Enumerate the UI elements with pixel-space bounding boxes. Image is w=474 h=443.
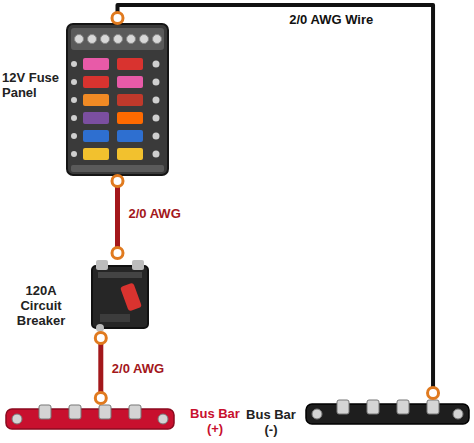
ring-terminal xyxy=(95,333,106,344)
wire-connector xyxy=(112,5,439,399)
ring-terminal xyxy=(95,393,106,404)
component-label: Bus Bar (+) xyxy=(185,406,245,436)
output-terminals xyxy=(71,61,160,158)
ring-terminal xyxy=(428,388,439,399)
bus-bar-body xyxy=(306,404,469,424)
component-node: Bus Bar (+) xyxy=(5,403,175,431)
breaker-terminal xyxy=(96,324,104,332)
ring-terminal xyxy=(112,248,123,259)
breaker-stud xyxy=(96,260,108,270)
wire-label: 2/0 AWG xyxy=(112,361,164,376)
positive-bus-bar-illustration xyxy=(5,403,175,431)
bus-studs xyxy=(12,405,168,424)
wire-connector xyxy=(112,176,123,259)
breaker-label-strip xyxy=(98,272,142,278)
breaker-plate xyxy=(100,314,130,322)
wire-label: 2/0 AWG Wire xyxy=(289,12,373,27)
terminal-screws xyxy=(75,35,162,44)
bottom-strip xyxy=(71,165,164,172)
bus-studs xyxy=(312,400,463,419)
wire-label: 2/0 AWG xyxy=(129,206,181,221)
trip-lever xyxy=(120,282,142,311)
terminal-strip xyxy=(71,28,164,50)
component-node: Bus Bar (-) xyxy=(305,398,470,426)
component-node: 12V Fuse Panel xyxy=(65,22,170,177)
breaker-body xyxy=(92,266,148,328)
wire-line xyxy=(98,334,103,403)
component-label: 12V Fuse Panel xyxy=(2,70,62,100)
wire-line xyxy=(118,5,434,398)
circuit-breaker-illustration xyxy=(88,258,152,334)
fuse-panel-body xyxy=(67,24,168,175)
component-label: 120A Circuit Breaker xyxy=(10,283,72,328)
wire-connector xyxy=(95,333,106,404)
ring-terminal xyxy=(112,13,123,24)
fuse-row xyxy=(83,58,143,160)
component-label: Bus Bar (-) xyxy=(243,407,299,437)
bus-bar-body xyxy=(6,409,174,429)
component-node: 120A Circuit Breaker xyxy=(88,258,152,334)
wire-line xyxy=(115,177,120,258)
negative-bus-bar-illustration xyxy=(305,398,470,426)
fuse-panel-illustration xyxy=(65,22,170,177)
ring-terminal xyxy=(112,176,123,187)
breaker-stud xyxy=(132,260,144,270)
